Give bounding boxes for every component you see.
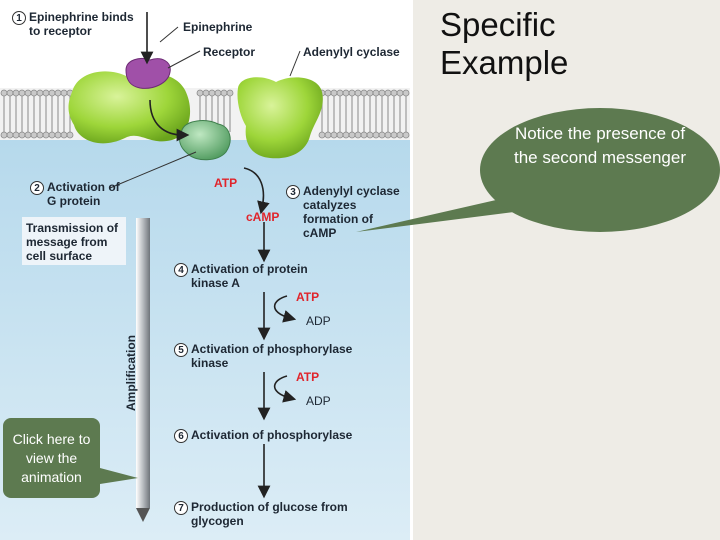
transmission-box [22, 217, 126, 265]
atp-label-3: ATP [296, 370, 320, 384]
receptor-protein [68, 71, 191, 144]
callout-text: Notice the presence of the second messen… [514, 124, 686, 167]
callout-bubble [480, 108, 720, 232]
slide-title: Specific Example [440, 6, 569, 81]
view-animation-button[interactable]: Click here to view the animation [3, 418, 100, 498]
receptor-label: Receptor [203, 45, 256, 59]
atp-label-2: ATP [296, 290, 320, 304]
g-protein [179, 120, 231, 161]
atp-camp-arrow [243, 167, 270, 215]
adenylyl-cyclase-protein [237, 77, 323, 159]
adenylyl-cyclase-label: Adenylyl cyclase [303, 45, 400, 59]
adp-label-2: ADP [306, 314, 331, 328]
atp-label: ATP [214, 176, 238, 190]
camp-label: cAMP [246, 210, 280, 224]
epinephrine-label: Epinephrine [183, 20, 253, 34]
animation-button-pointer [100, 468, 138, 484]
callout-pointer [356, 200, 530, 232]
adp-label-3: ADP [306, 394, 331, 408]
figure-divider [410, 0, 413, 540]
transmission-label: Transmission of message from cell surfac… [26, 221, 119, 263]
g-protein-arrow [149, 99, 190, 142]
amplification-arrow [136, 218, 150, 522]
